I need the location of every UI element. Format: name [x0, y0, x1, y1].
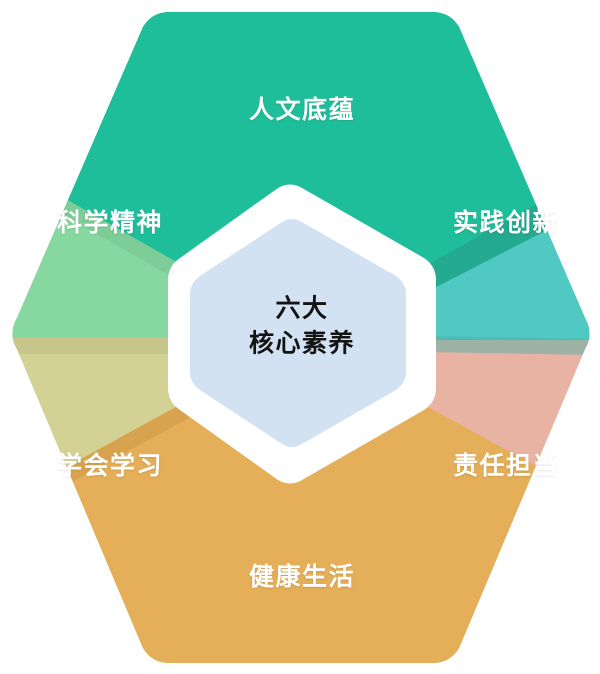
center-hexagon[interactable] — [190, 219, 406, 447]
